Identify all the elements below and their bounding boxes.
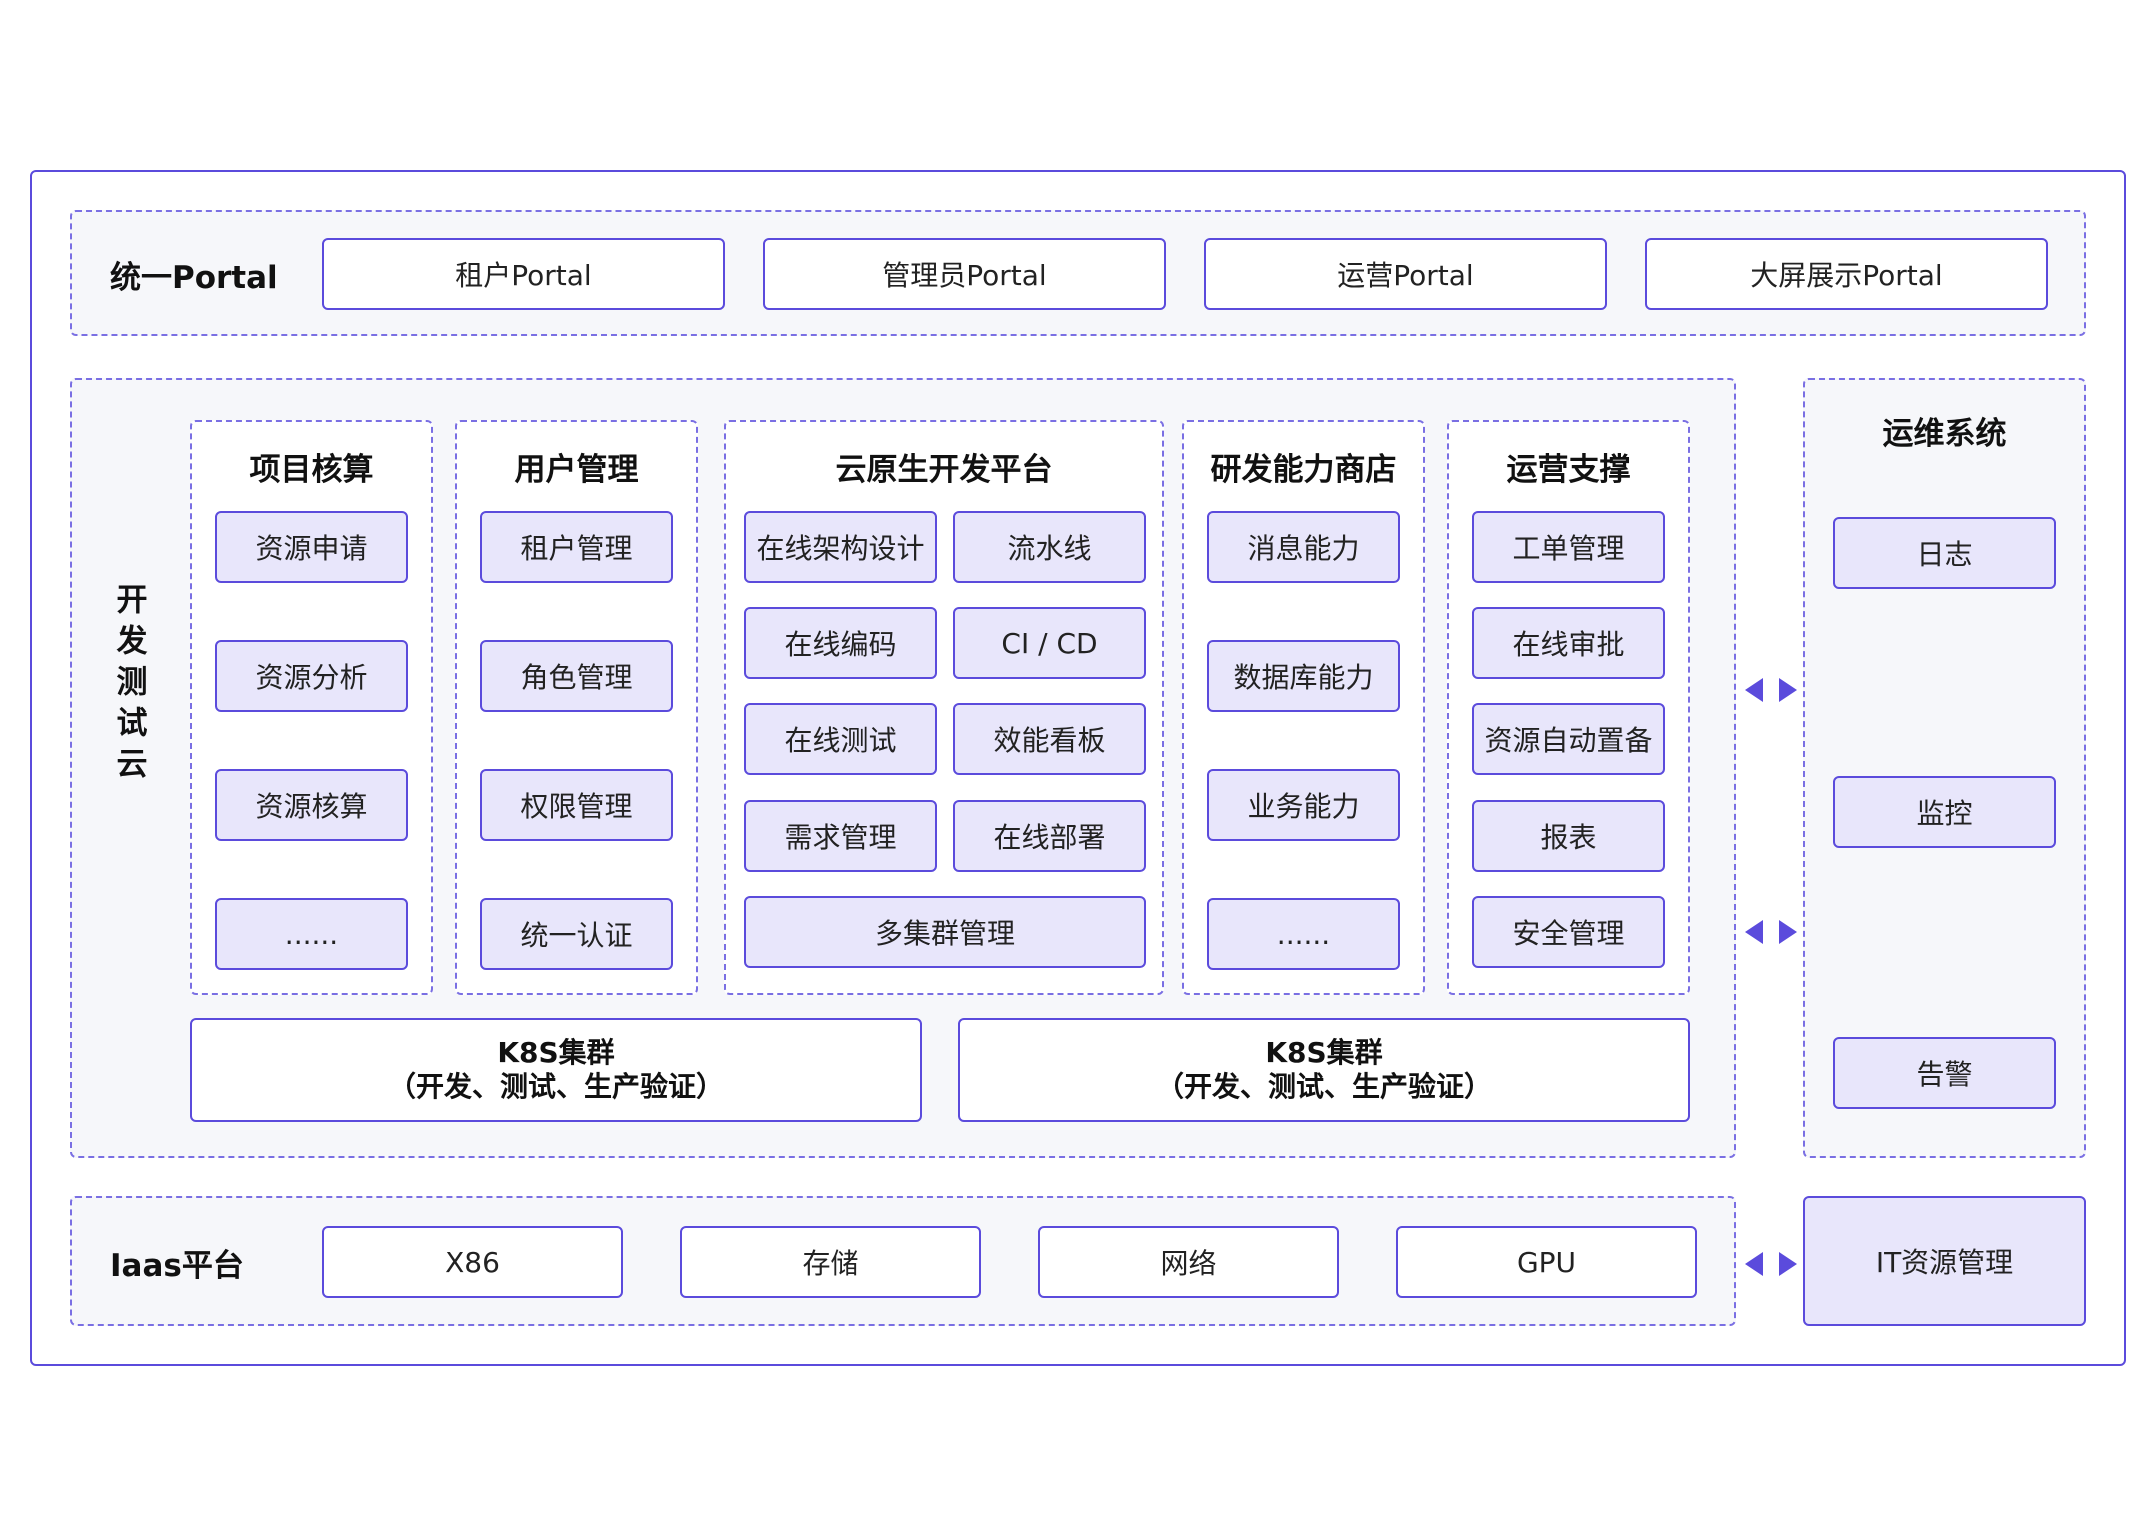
column-title: 运营支撑	[1506, 452, 1631, 488]
devcloud-label: 开发测试云	[110, 582, 147, 788]
chip-permission-management[interactable]: 权限管理	[480, 769, 673, 841]
chip-unified-auth[interactable]: 统一认证	[480, 898, 673, 970]
chip-online-coding[interactable]: 在线编码	[744, 607, 937, 679]
chip-messaging-capability[interactable]: 消息能力	[1207, 511, 1400, 583]
k8s-cluster-subtitle: （开发、测试、生产验证）	[387, 1070, 724, 1103]
chip-reports[interactable]: 报表	[1472, 800, 1665, 872]
portal-admin-button[interactable]: 管理员Portal	[763, 238, 1166, 310]
iaas-gpu-button[interactable]: GPU	[1396, 1226, 1697, 1298]
k8s-cluster-left[interactable]: K8S集群 （开发、测试、生产验证）	[190, 1018, 922, 1122]
k8s-cluster-title: K8S集群	[1265, 1036, 1383, 1069]
chip-security-management[interactable]: 安全管理	[1472, 896, 1665, 968]
iaas-label: Iaas平台	[110, 1247, 244, 1284]
portal-label: 统一Portal	[110, 259, 278, 296]
chip-more[interactable]: ......	[1207, 898, 1400, 970]
chip-tenant-management[interactable]: 租户管理	[480, 511, 673, 583]
ops-system-title: 运维系统	[1882, 416, 2007, 452]
k8s-cluster-right[interactable]: K8S集群 （开发、测试、生产验证）	[958, 1018, 1690, 1122]
k8s-cluster-title: K8S集群	[497, 1036, 615, 1069]
chip-resource-analysis[interactable]: 资源分析	[215, 640, 408, 712]
chip-resource-accounting[interactable]: 资源核算	[215, 769, 408, 841]
chip-pipeline[interactable]: 流水线	[953, 511, 1146, 583]
chip-database-capability[interactable]: 数据库能力	[1207, 640, 1400, 712]
chip-online-approval[interactable]: 在线审批	[1472, 607, 1665, 679]
portal-operations-button[interactable]: 运营Portal	[1204, 238, 1607, 310]
column-title: 用户管理	[514, 452, 639, 488]
outer-frame	[30, 170, 2126, 1366]
chip-efficiency-board[interactable]: 效能看板	[953, 703, 1146, 775]
ops-system-section	[1803, 378, 2086, 1158]
chip-ci-cd[interactable]: CI / CD	[953, 607, 1146, 679]
chip-ticket-management[interactable]: 工单管理	[1472, 511, 1665, 583]
chip-auto-provisioning[interactable]: 资源自动置备	[1472, 703, 1665, 775]
portal-bigscreen-button[interactable]: 大屏展示Portal	[1645, 238, 2048, 310]
chip-online-testing[interactable]: 在线测试	[744, 703, 937, 775]
ops-logs-button[interactable]: 日志	[1833, 517, 2056, 589]
k8s-cluster-subtitle: （开发、测试、生产验证）	[1155, 1070, 1492, 1103]
chip-role-management[interactable]: 角色管理	[480, 640, 673, 712]
iaas-x86-button[interactable]: X86	[322, 1226, 623, 1298]
bidirectional-arrow-icon	[1743, 1248, 1799, 1280]
column-title: 研发能力商店	[1210, 452, 1397, 488]
bidirectional-arrow-icon	[1743, 916, 1799, 948]
chip-resource-apply[interactable]: 资源申请	[215, 511, 408, 583]
column-title: 项目核算	[249, 452, 374, 488]
iaas-network-button[interactable]: 网络	[1038, 1226, 1339, 1298]
bidirectional-arrow-icon	[1743, 674, 1799, 706]
chip-business-capability[interactable]: 业务能力	[1207, 769, 1400, 841]
iaas-storage-button[interactable]: 存储	[680, 1226, 981, 1298]
portal-tenant-button[interactable]: 租户Portal	[322, 238, 725, 310]
chip-multi-cluster-management[interactable]: 多集群管理	[744, 896, 1146, 968]
chip-more[interactable]: ......	[215, 898, 408, 970]
chip-online-deployment[interactable]: 在线部署	[953, 800, 1146, 872]
chip-requirement-management[interactable]: 需求管理	[744, 800, 937, 872]
column-title: 云原生开发平台	[835, 452, 1053, 488]
ops-alerts-button[interactable]: 告警	[1833, 1037, 2056, 1109]
chip-online-architecture-design[interactable]: 在线架构设计	[744, 511, 937, 583]
ops-monitoring-button[interactable]: 监控	[1833, 776, 2056, 848]
it-resource-management-button[interactable]: IT资源管理	[1803, 1196, 2086, 1326]
